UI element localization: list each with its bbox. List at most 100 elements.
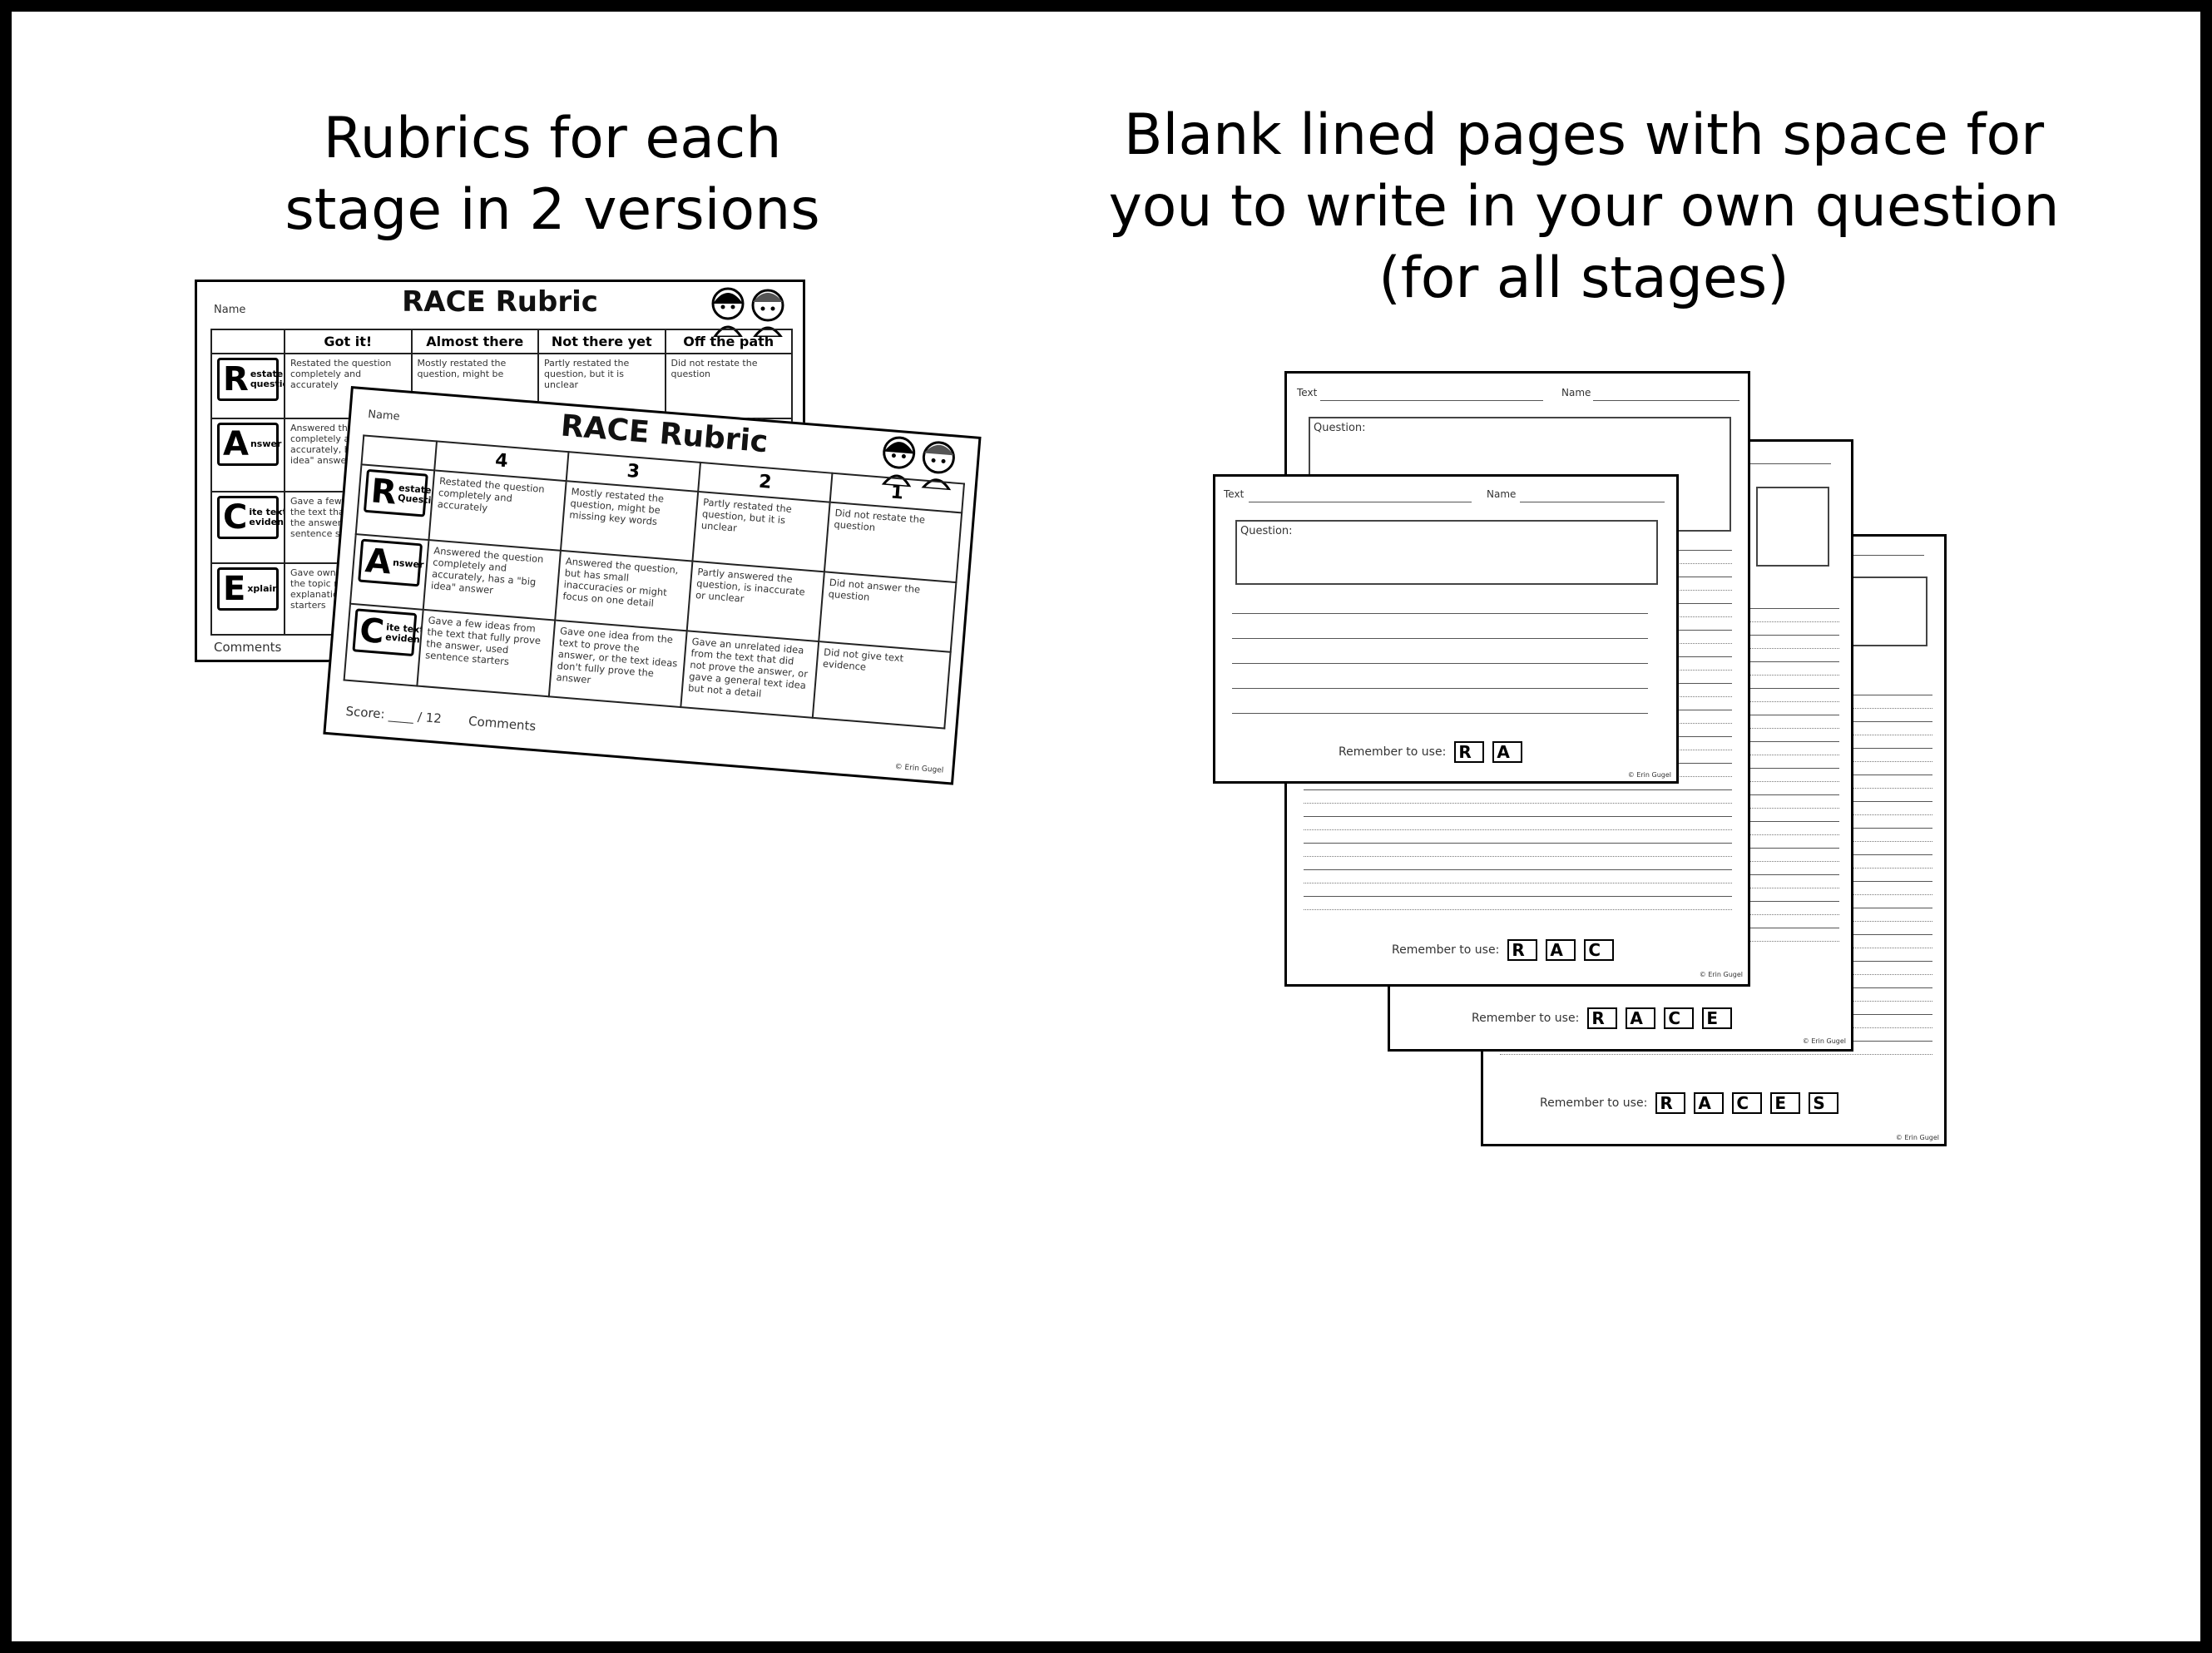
- answer-icon: A: [1626, 1007, 1656, 1029]
- right-heading: Blank lined pages with space for you to …: [1108, 102, 2060, 311]
- question-box: [1235, 520, 1658, 585]
- restate-icon: R: [1454, 741, 1485, 763]
- rubric-header-row: Got it! Almost there Not there yet Off t…: [210, 329, 793, 354]
- left-heading: Rubrics for each stage in 2 versions: [285, 106, 820, 243]
- stage-letter: A: [223, 425, 249, 463]
- page-copyright: © Erin Gugel: [1802, 1037, 1846, 1045]
- rubric-corner-cell: [210, 329, 285, 354]
- rubric-comments-label: Comments: [468, 713, 537, 735]
- name-label: Name: [1561, 387, 1591, 398]
- rubric-cell: Did not restate the question: [824, 502, 962, 583]
- text-label: Text: [1297, 387, 1318, 398]
- page-copyright: © Erin Gugel: [1627, 771, 1671, 779]
- remember-strip: Remember to use: R A C: [1392, 939, 1615, 961]
- rubric-cell: Answered the question completely and acc…: [423, 540, 561, 621]
- rubric-copyright: © Erin Gugel: [894, 762, 944, 775]
- rubric-cell: Did not give text evidence: [812, 641, 951, 729]
- stage-letter: A: [364, 542, 393, 582]
- rubric-name-label: Name: [214, 304, 246, 316]
- cite-icon: C: [1664, 1007, 1695, 1029]
- page-copyright: © Erin Gugel: [1699, 971, 1743, 978]
- writing-line: [1304, 896, 1732, 897]
- summarize-icon: S: [1809, 1092, 1839, 1114]
- question-label: Question:: [1240, 525, 1293, 537]
- writing-line: [1304, 816, 1732, 817]
- remember-label: Remember to use:: [1540, 1096, 1648, 1110]
- writing-line: [1304, 856, 1732, 857]
- writing-line: [1304, 789, 1732, 790]
- stage-letter: R: [223, 360, 249, 398]
- page-copyright: © Erin Gugel: [1895, 1134, 1939, 1141]
- name-label: Name: [1487, 488, 1517, 500]
- writing-line: [1232, 638, 1648, 639]
- answer-icon: A: [1546, 939, 1576, 961]
- stage-word: nswer: [392, 557, 424, 571]
- remember-label: Remember to use:: [1472, 1012, 1580, 1025]
- writing-line: [1304, 803, 1732, 804]
- explain-icon: E: [1770, 1092, 1801, 1114]
- rubric-cell: Gave a few ideas from the text that full…: [417, 609, 556, 697]
- writing-line: [1232, 713, 1648, 714]
- lined-page-ra: Text Name Question: Remember to use: R A…: [1213, 474, 1679, 784]
- remember-label: Remember to use:: [1392, 943, 1500, 957]
- stage-word: ite text evidence: [249, 507, 284, 527]
- writing-line: [1500, 1054, 1932, 1055]
- stage-word: xplain: [247, 583, 280, 594]
- restate-icon: R: [1655, 1092, 1686, 1114]
- rubric-col-header: Not there yet: [537, 329, 666, 354]
- rubric-cell: Answered the question, but has small ina…: [555, 550, 693, 631]
- writing-line: [1304, 843, 1732, 844]
- stage-word: estate Question: [397, 483, 435, 507]
- stage-letter: C: [358, 611, 386, 652]
- stage-letter: C: [223, 498, 248, 537]
- cite-icon: C: [1584, 939, 1615, 961]
- question-box: [1756, 487, 1829, 567]
- stage-letter: R: [369, 472, 398, 512]
- rubric-col-header: Almost there: [410, 329, 539, 354]
- page-frame: Rubrics for each stage in 2 versions Bla…: [12, 12, 2200, 1641]
- rubric-col-header: Off the path: [664, 329, 793, 354]
- writing-line: [1232, 688, 1648, 689]
- question-box: [1849, 577, 1927, 646]
- writing-line: [1304, 869, 1732, 870]
- restate-icon: R: [1507, 939, 1538, 961]
- rubric-title: RACE Rubric: [402, 285, 598, 319]
- rubric-cell: Restated the question completely and acc…: [428, 470, 567, 551]
- rubric-cell: Partly answered the question, is inaccur…: [686, 561, 824, 642]
- rubric-row-label: Restate question: [210, 353, 285, 419]
- restate-icon: R: [1587, 1007, 1618, 1029]
- rubric-cell: Did not answer the question: [819, 572, 957, 652]
- writing-line: [1304, 829, 1732, 830]
- stage-word: estate question: [250, 369, 284, 389]
- remember-strip: Remember to use: R A C E: [1472, 1007, 1733, 1029]
- writing-line: [1304, 909, 1732, 910]
- explain-icon: E: [1702, 1007, 1733, 1029]
- rubric-cell: Did not restate the question: [664, 353, 793, 419]
- question-label: Question:: [1314, 422, 1366, 434]
- remember-strip: Remember to use: R A: [1339, 741, 1523, 763]
- rubric-col-header: Got it!: [284, 329, 413, 354]
- answer-icon: A: [1492, 741, 1523, 763]
- rubric-cell: Partly restated the question, but it is …: [692, 491, 830, 572]
- stage-word: ite text evidence: [384, 621, 423, 646]
- answer-icon: A: [1694, 1092, 1725, 1114]
- kids-icon: [880, 436, 955, 492]
- writing-line: [1232, 663, 1648, 664]
- rubric-score-label: Score: ____ / 12: [344, 703, 443, 726]
- rubric-cell: Mostly restated the question, might be m…: [560, 481, 699, 562]
- writing-line: [1232, 613, 1648, 614]
- cite-icon: C: [1732, 1092, 1763, 1114]
- remember-strip: Remember to use: R A C E S: [1540, 1092, 1839, 1114]
- rubric-cell: Gave an unrelated idea from the text tha…: [680, 631, 819, 718]
- rubric-comments-label: Comments: [214, 640, 282, 655]
- name-line: [1593, 400, 1739, 401]
- text-label: Text: [1224, 488, 1245, 500]
- rubric-cell: Gave one idea from the text to prove the…: [548, 620, 687, 708]
